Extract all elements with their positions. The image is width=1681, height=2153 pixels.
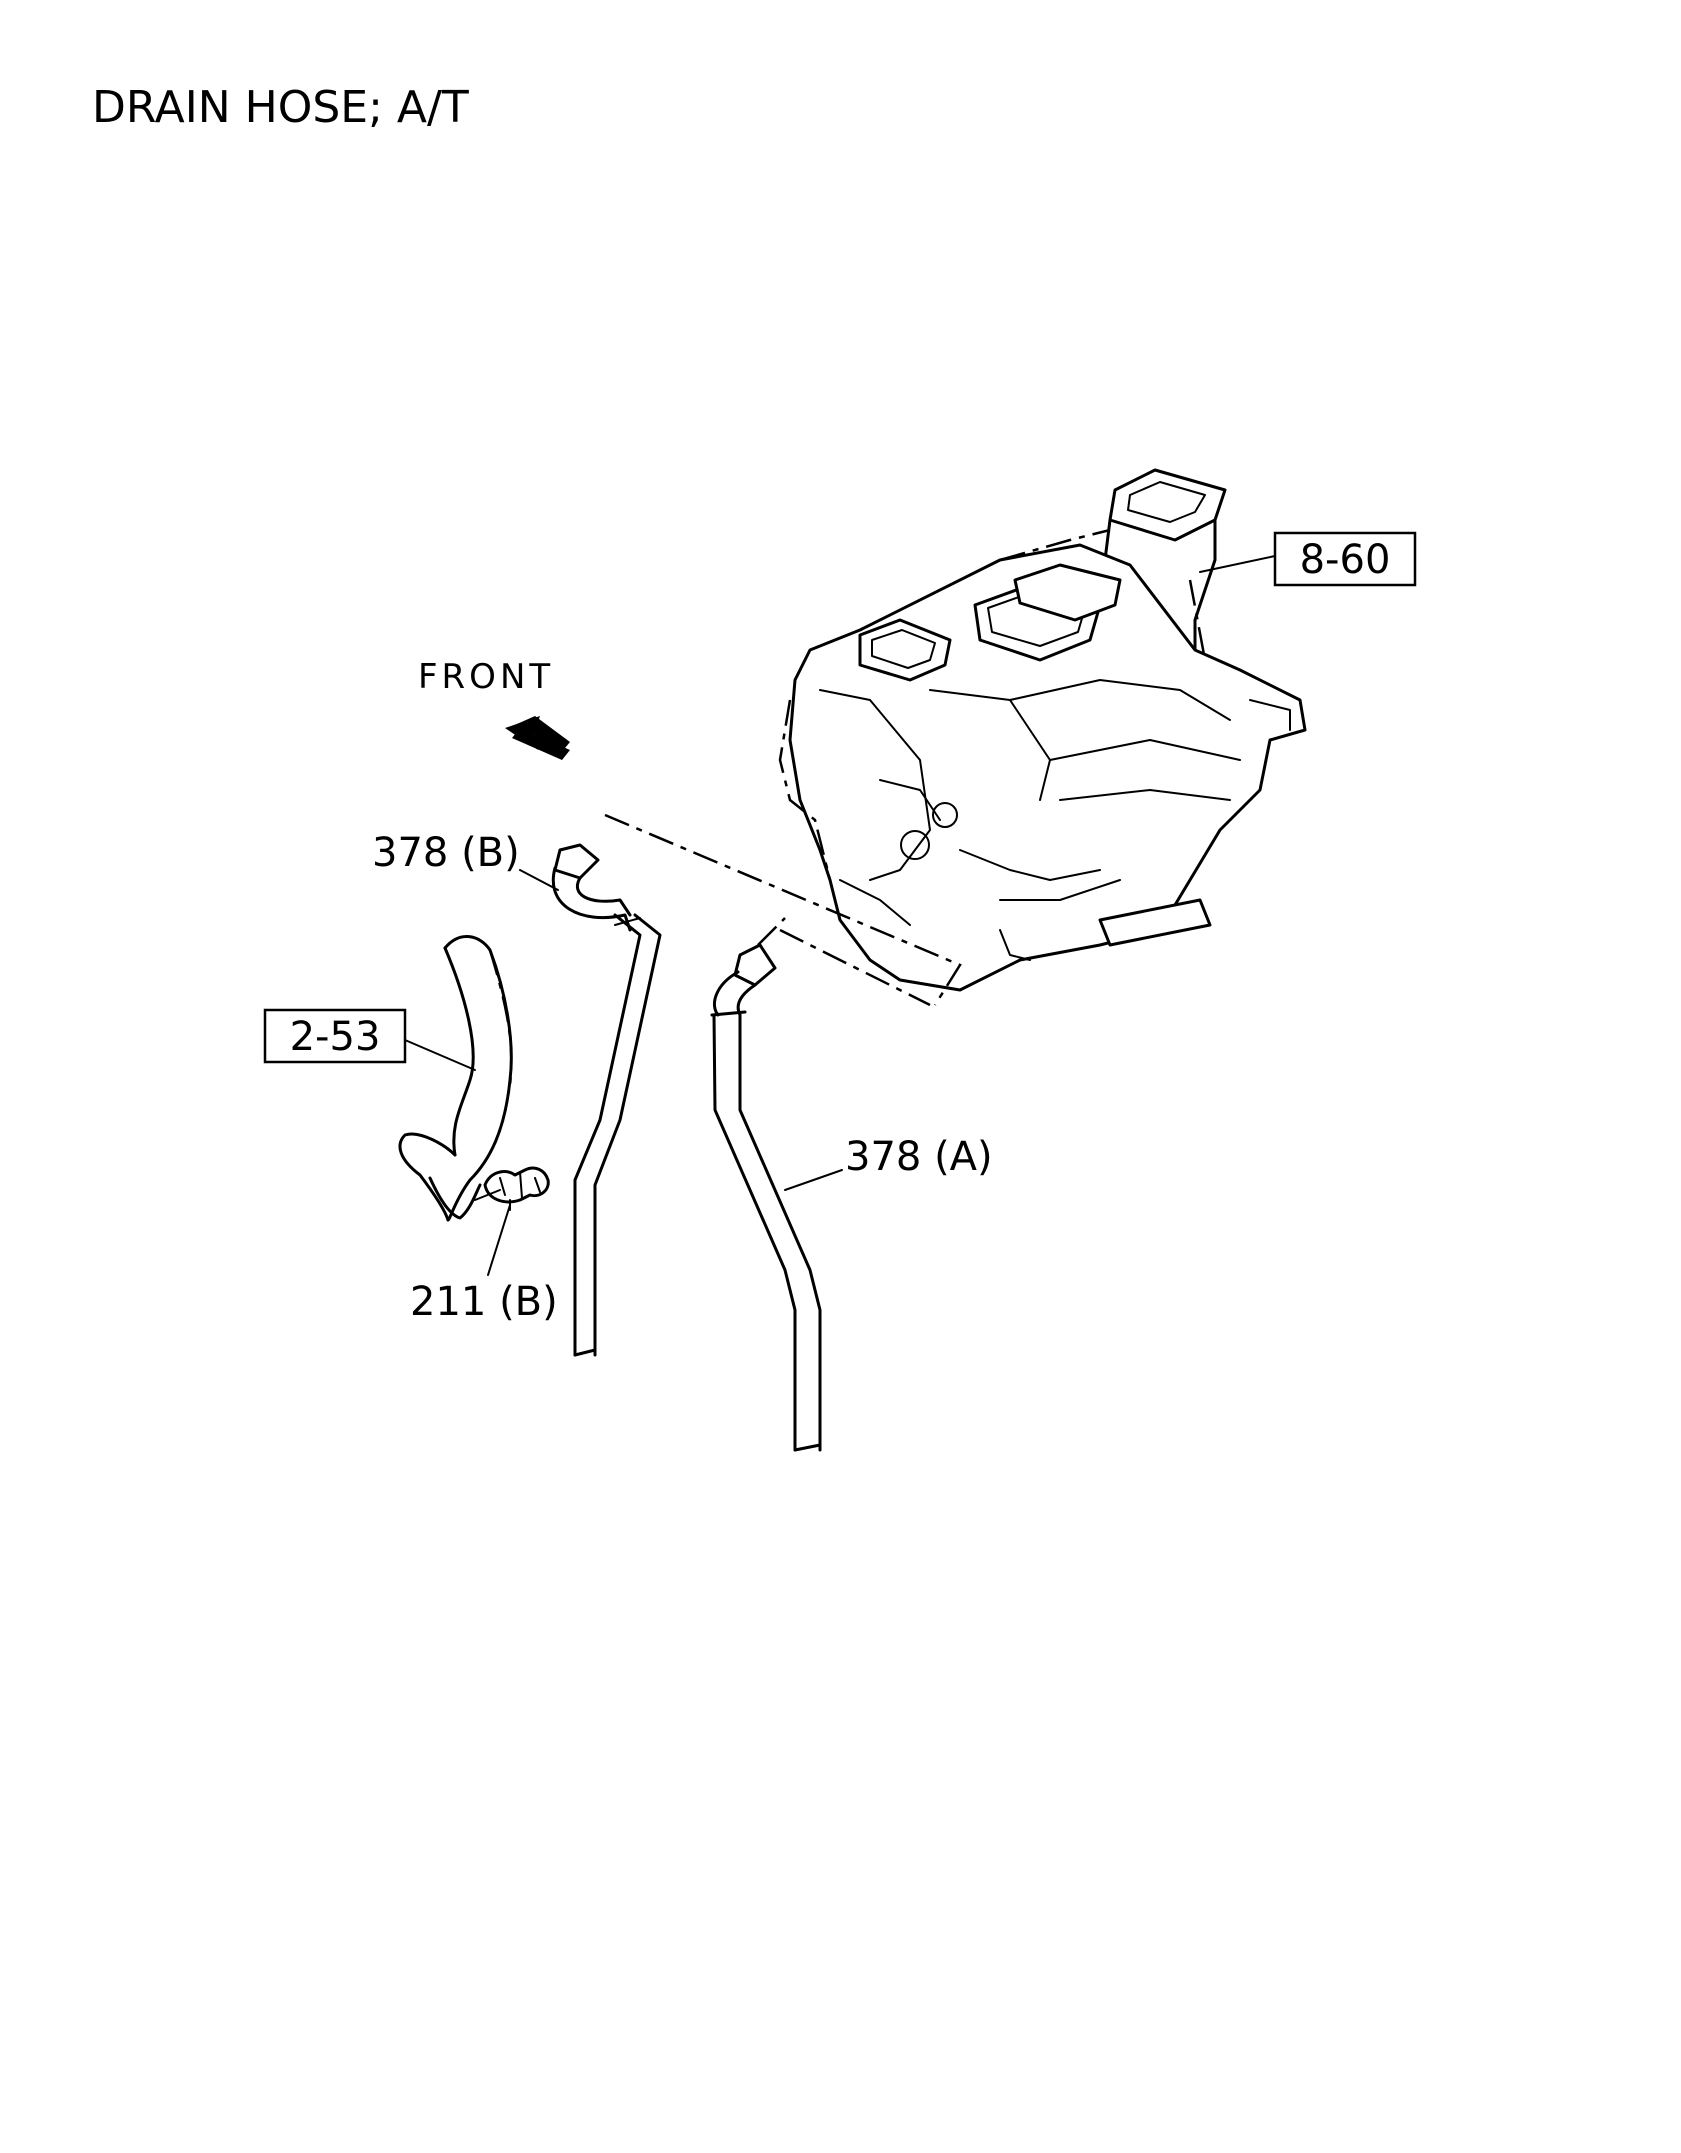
clamp-211b: [474, 1166, 550, 1211]
drain-hose-a: [710, 943, 822, 1452]
part-378b-label: 378 (B): [372, 830, 520, 876]
hvac-unit-illustration: [778, 468, 1307, 992]
callout-2-53: 2-53: [263, 1008, 476, 1071]
drain-hose-b: [551, 843, 662, 1357]
callout-211b: 211 (B): [410, 1204, 558, 1325]
front-arrow-icon: [505, 716, 570, 760]
ref-2-53-label: 2-53: [290, 1014, 381, 1060]
callout-378a: 378 (A): [784, 1134, 993, 1191]
part-211b-label: 211 (B): [410, 1279, 558, 1325]
hose-2-53: [398, 935, 513, 1222]
part-378a-label: 378 (A): [845, 1134, 993, 1180]
page-title: DRAIN HOSE; A/T: [92, 82, 469, 133]
ref-8-60-label: 8-60: [1300, 537, 1391, 583]
callout-8-60: 8-60: [1199, 531, 1417, 587]
front-label: FRONT: [418, 657, 554, 697]
callout-378b: 378 (B): [372, 830, 559, 891]
